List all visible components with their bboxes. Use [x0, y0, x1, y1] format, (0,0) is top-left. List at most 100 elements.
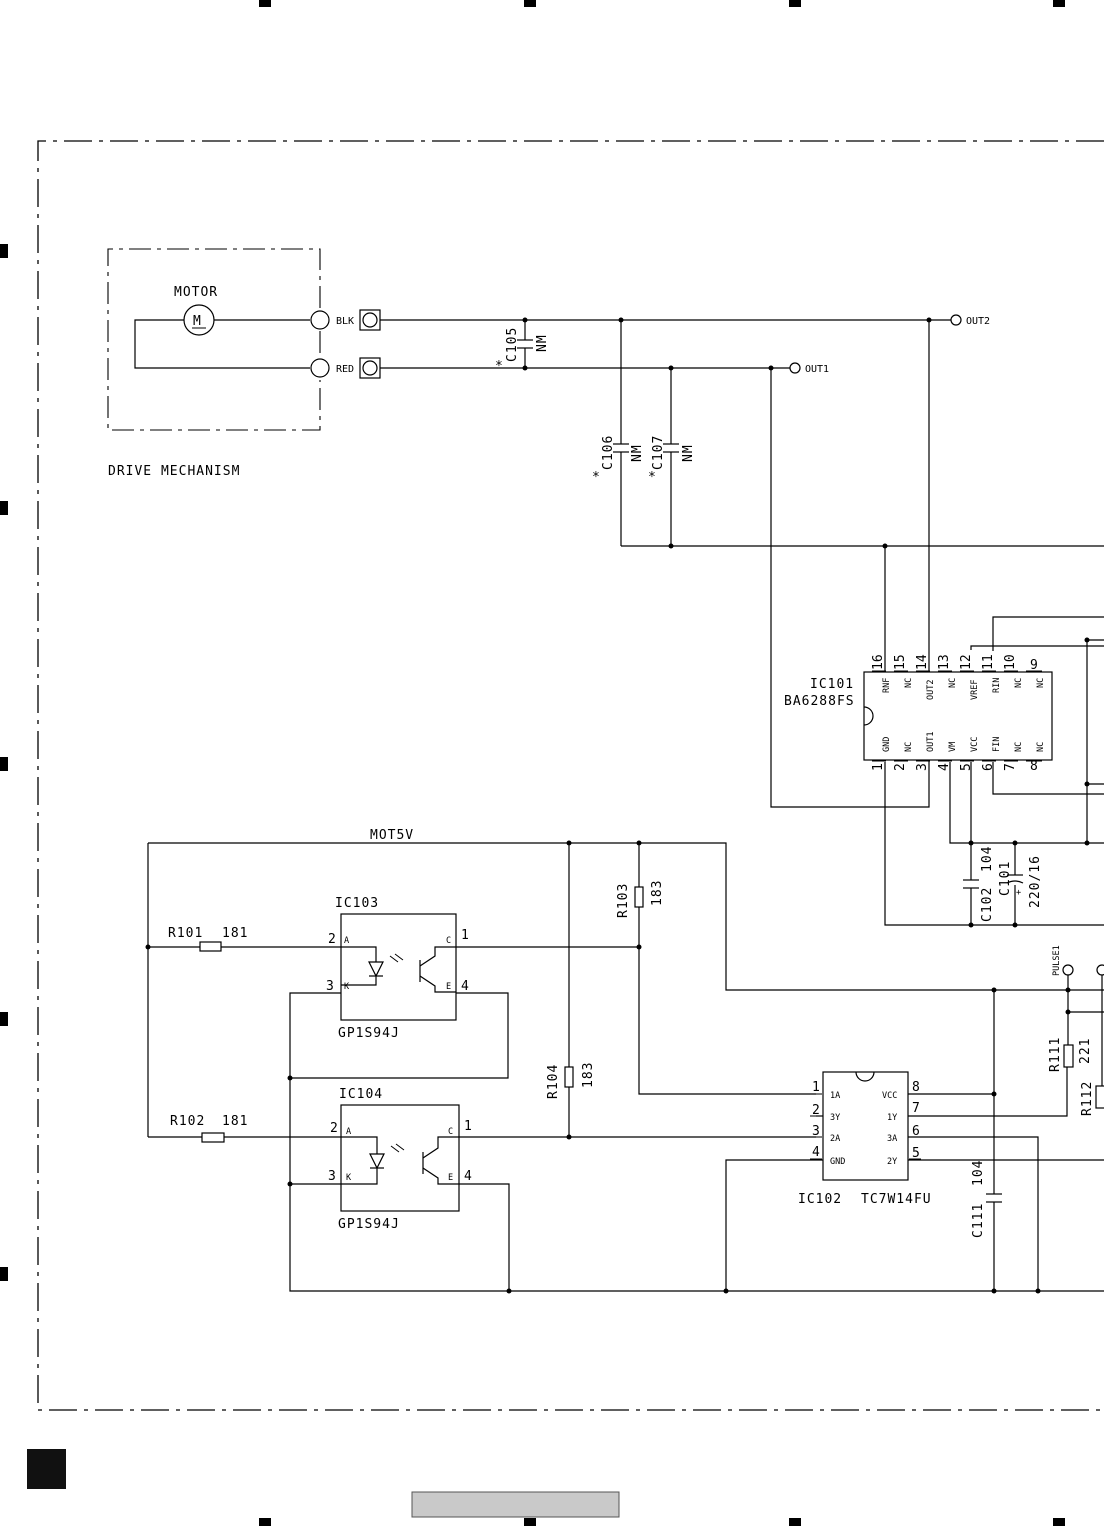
c107-value: NM [681, 444, 696, 462]
ic103-led-icon [341, 946, 404, 986]
ic103-pin4: 4 [461, 979, 469, 994]
ic102-pin8-num: 8 [912, 1080, 920, 1095]
ic103-e: E [446, 982, 451, 992]
ic104-a: A [346, 1127, 351, 1137]
ic104-k: K [346, 1173, 352, 1183]
ic101-pin15-num: 15 [893, 654, 908, 670]
ic101-pin9-num: 9 [1030, 658, 1038, 673]
ic101-pin12-name: VREF [970, 680, 980, 700]
ic102-pin2-num: 2 [812, 1103, 820, 1118]
ic103-phototransistor-icon [419, 946, 456, 993]
pulse-section: C111 104 PULSE1 R111 221 R112 [971, 945, 1104, 1294]
ic101-pin9-name: NC [1036, 678, 1046, 688]
pulse2-terminal-icon [1096, 964, 1104, 976]
c106-mark: * [592, 470, 601, 485]
c101-ref: C101 [998, 861, 1013, 896]
ic101-pin8-name: NC [1036, 742, 1046, 752]
drive-mechanism: MOTOR M BLK RED DRIVE MECHANISM [107, 248, 381, 479]
motor-wiring: OUT2 OUT1 C105 NM * C106 NM * C107 NM * [380, 314, 1104, 808]
ic101-pin5-name: VCC [970, 737, 980, 752]
c111-value: 104 [971, 1160, 986, 1186]
red-connector-icon [362, 360, 378, 376]
ic101-pin3-name: OUT1 [926, 732, 936, 752]
out2-label: OUT2 [966, 316, 990, 327]
c106-ref: C106 [601, 435, 616, 470]
ic103-pin1: 1 [461, 928, 469, 943]
ic101-pin4-num: 4 [937, 763, 952, 771]
ic101-pin13-name: NC [948, 678, 958, 688]
ic101-pin13-num: 13 [937, 654, 952, 670]
red-label: RED [336, 364, 354, 375]
ic101-pin6-num: 6 [981, 763, 996, 771]
ic101-pin16-name: RNF [882, 678, 892, 693]
r111-ref: R111 [1048, 1037, 1063, 1072]
ic103-pin3: 3 [326, 979, 334, 994]
c107-ref: C107 [651, 435, 666, 470]
r103-ref: R103 [616, 883, 631, 918]
ic104-pin3: 3 [328, 1169, 336, 1184]
c105-value: NM [535, 334, 550, 352]
ic101-pin10-name: NC [1014, 678, 1024, 688]
ic101-pin5-num: 5 [959, 763, 974, 771]
ic102-ref: IC102 [798, 1192, 842, 1207]
mot5v-rail: MOT5V [145, 828, 1104, 1137]
ic102-pin6-name: 3A [887, 1134, 897, 1144]
ic104-c: C [448, 1127, 453, 1137]
ic101-ref: IC101 [810, 677, 854, 692]
r104-ref: R104 [546, 1064, 561, 1099]
ic101-pin7-num: 7 [1003, 763, 1018, 771]
ic103-a: A [344, 936, 349, 946]
ic101-pin14-name: OUT2 [926, 680, 936, 700]
ic101-pin8-num: 8 [1030, 759, 1038, 774]
registration-marks [0, 0, 1065, 1526]
ic102-pin5-num: 5 [912, 1146, 920, 1161]
ic101-pin2-num: 2 [893, 763, 908, 771]
ic101-pin1-num: 1 [871, 763, 886, 771]
ic102-part: TC7W14FU [861, 1192, 932, 1207]
ic101-pin3-num: 3 [915, 763, 930, 771]
ic101-pin4-name: VM [948, 742, 958, 752]
ic102-pin7-name: 1Y [887, 1113, 897, 1123]
r102-value: 181 [222, 1114, 248, 1129]
ic101-wiring: + C102 104 C101 220/16 [884, 616, 1104, 928]
ic104-pin1: 1 [464, 1119, 472, 1134]
c105-mark: * [495, 359, 504, 374]
r104-value: 183 [581, 1062, 596, 1088]
ic101-part: BA6288FS [784, 694, 855, 709]
r103-value: 183 [650, 880, 665, 906]
ic104-pin4: 4 [464, 1169, 472, 1184]
motor-label: MOTOR [174, 285, 218, 300]
ic104-ref: IC104 [339, 1087, 383, 1102]
ic104-e: E [448, 1173, 453, 1183]
out2-terminal-icon [950, 314, 962, 326]
ic101-pin6-name: FIN [992, 737, 1002, 752]
ic102-pin8-name: VCC [882, 1091, 897, 1101]
ic101-pin11-name: RIN [992, 678, 1002, 693]
ic104: IC104 GP1S94J R102 181 2 3 1 4 A K C E [148, 1078, 1104, 1294]
c107-mark: * [648, 470, 657, 485]
ic101-pin12-num: 12 [959, 654, 974, 670]
board-outline [37, 140, 1104, 1411]
ic101-pin2-name: NC [904, 742, 914, 752]
ic102-pin3-num: 3 [812, 1124, 820, 1139]
ic102-pin3-name: 2A [830, 1134, 840, 1144]
ic103-k: K [344, 982, 350, 992]
ic101-pin1-name: GND [882, 737, 892, 752]
ic102-pin4-num: 4 [812, 1145, 820, 1160]
c102-ref: C102 [980, 887, 995, 922]
blk-connector-icon [362, 312, 378, 328]
ic102-pin1-name: 1A [830, 1091, 840, 1101]
ic101-pin11-num: 11 [981, 654, 996, 670]
ic101-pin10-num: 10 [1003, 654, 1018, 670]
ic103-part: GP1S94J [338, 1026, 400, 1041]
page-footer-bar [411, 1491, 620, 1518]
motor-symbol: M [193, 314, 201, 329]
r101-ref: R101 [168, 926, 203, 941]
ic102-pin6-num: 6 [912, 1124, 920, 1139]
r101-value: 181 [222, 926, 248, 941]
ic101-bottom-pins: GND NC OUT1 VM VCC FIN NC NC 1 2 3 4 5 6… [871, 732, 1046, 774]
c101-value: 220/16 [1028, 855, 1043, 908]
pulse1-label: PULSE1 [1052, 945, 1062, 976]
blk-label: BLK [336, 316, 354, 327]
